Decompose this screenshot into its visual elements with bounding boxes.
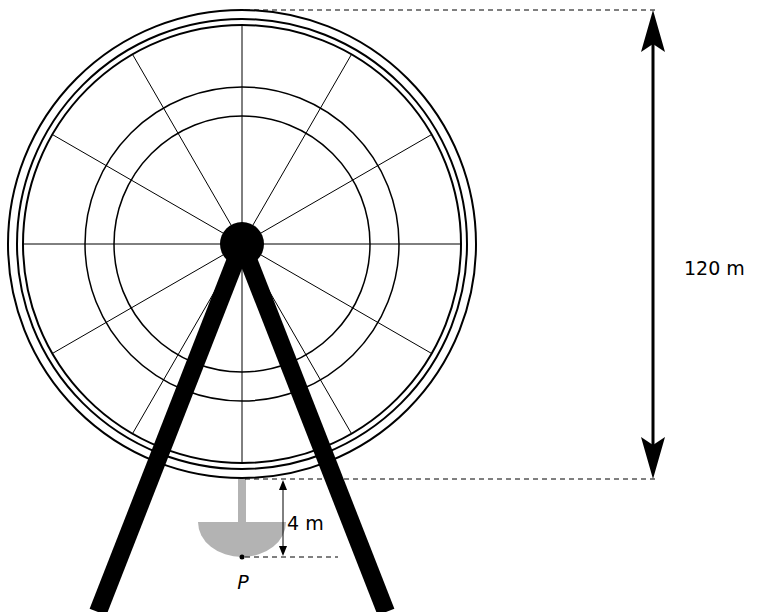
dimension-arrow xyxy=(641,10,665,479)
hub xyxy=(220,222,264,266)
spoke xyxy=(242,244,243,463)
spoke xyxy=(242,54,352,244)
support-legs xyxy=(98,244,386,612)
spoke xyxy=(242,25,243,244)
gondola xyxy=(198,479,286,560)
dimension-arrow xyxy=(279,480,287,556)
dimension-label: 4 m xyxy=(287,513,324,534)
wheel-rings xyxy=(8,10,476,478)
dimension-label: 120 m xyxy=(684,258,745,279)
dashed-guides xyxy=(245,10,655,557)
spoke xyxy=(133,54,243,244)
spoke xyxy=(242,244,461,245)
spoke xyxy=(242,135,432,245)
point-label: P xyxy=(237,572,248,593)
wheel-spokes xyxy=(23,25,461,463)
spoke xyxy=(23,244,242,245)
spoke xyxy=(52,135,242,245)
